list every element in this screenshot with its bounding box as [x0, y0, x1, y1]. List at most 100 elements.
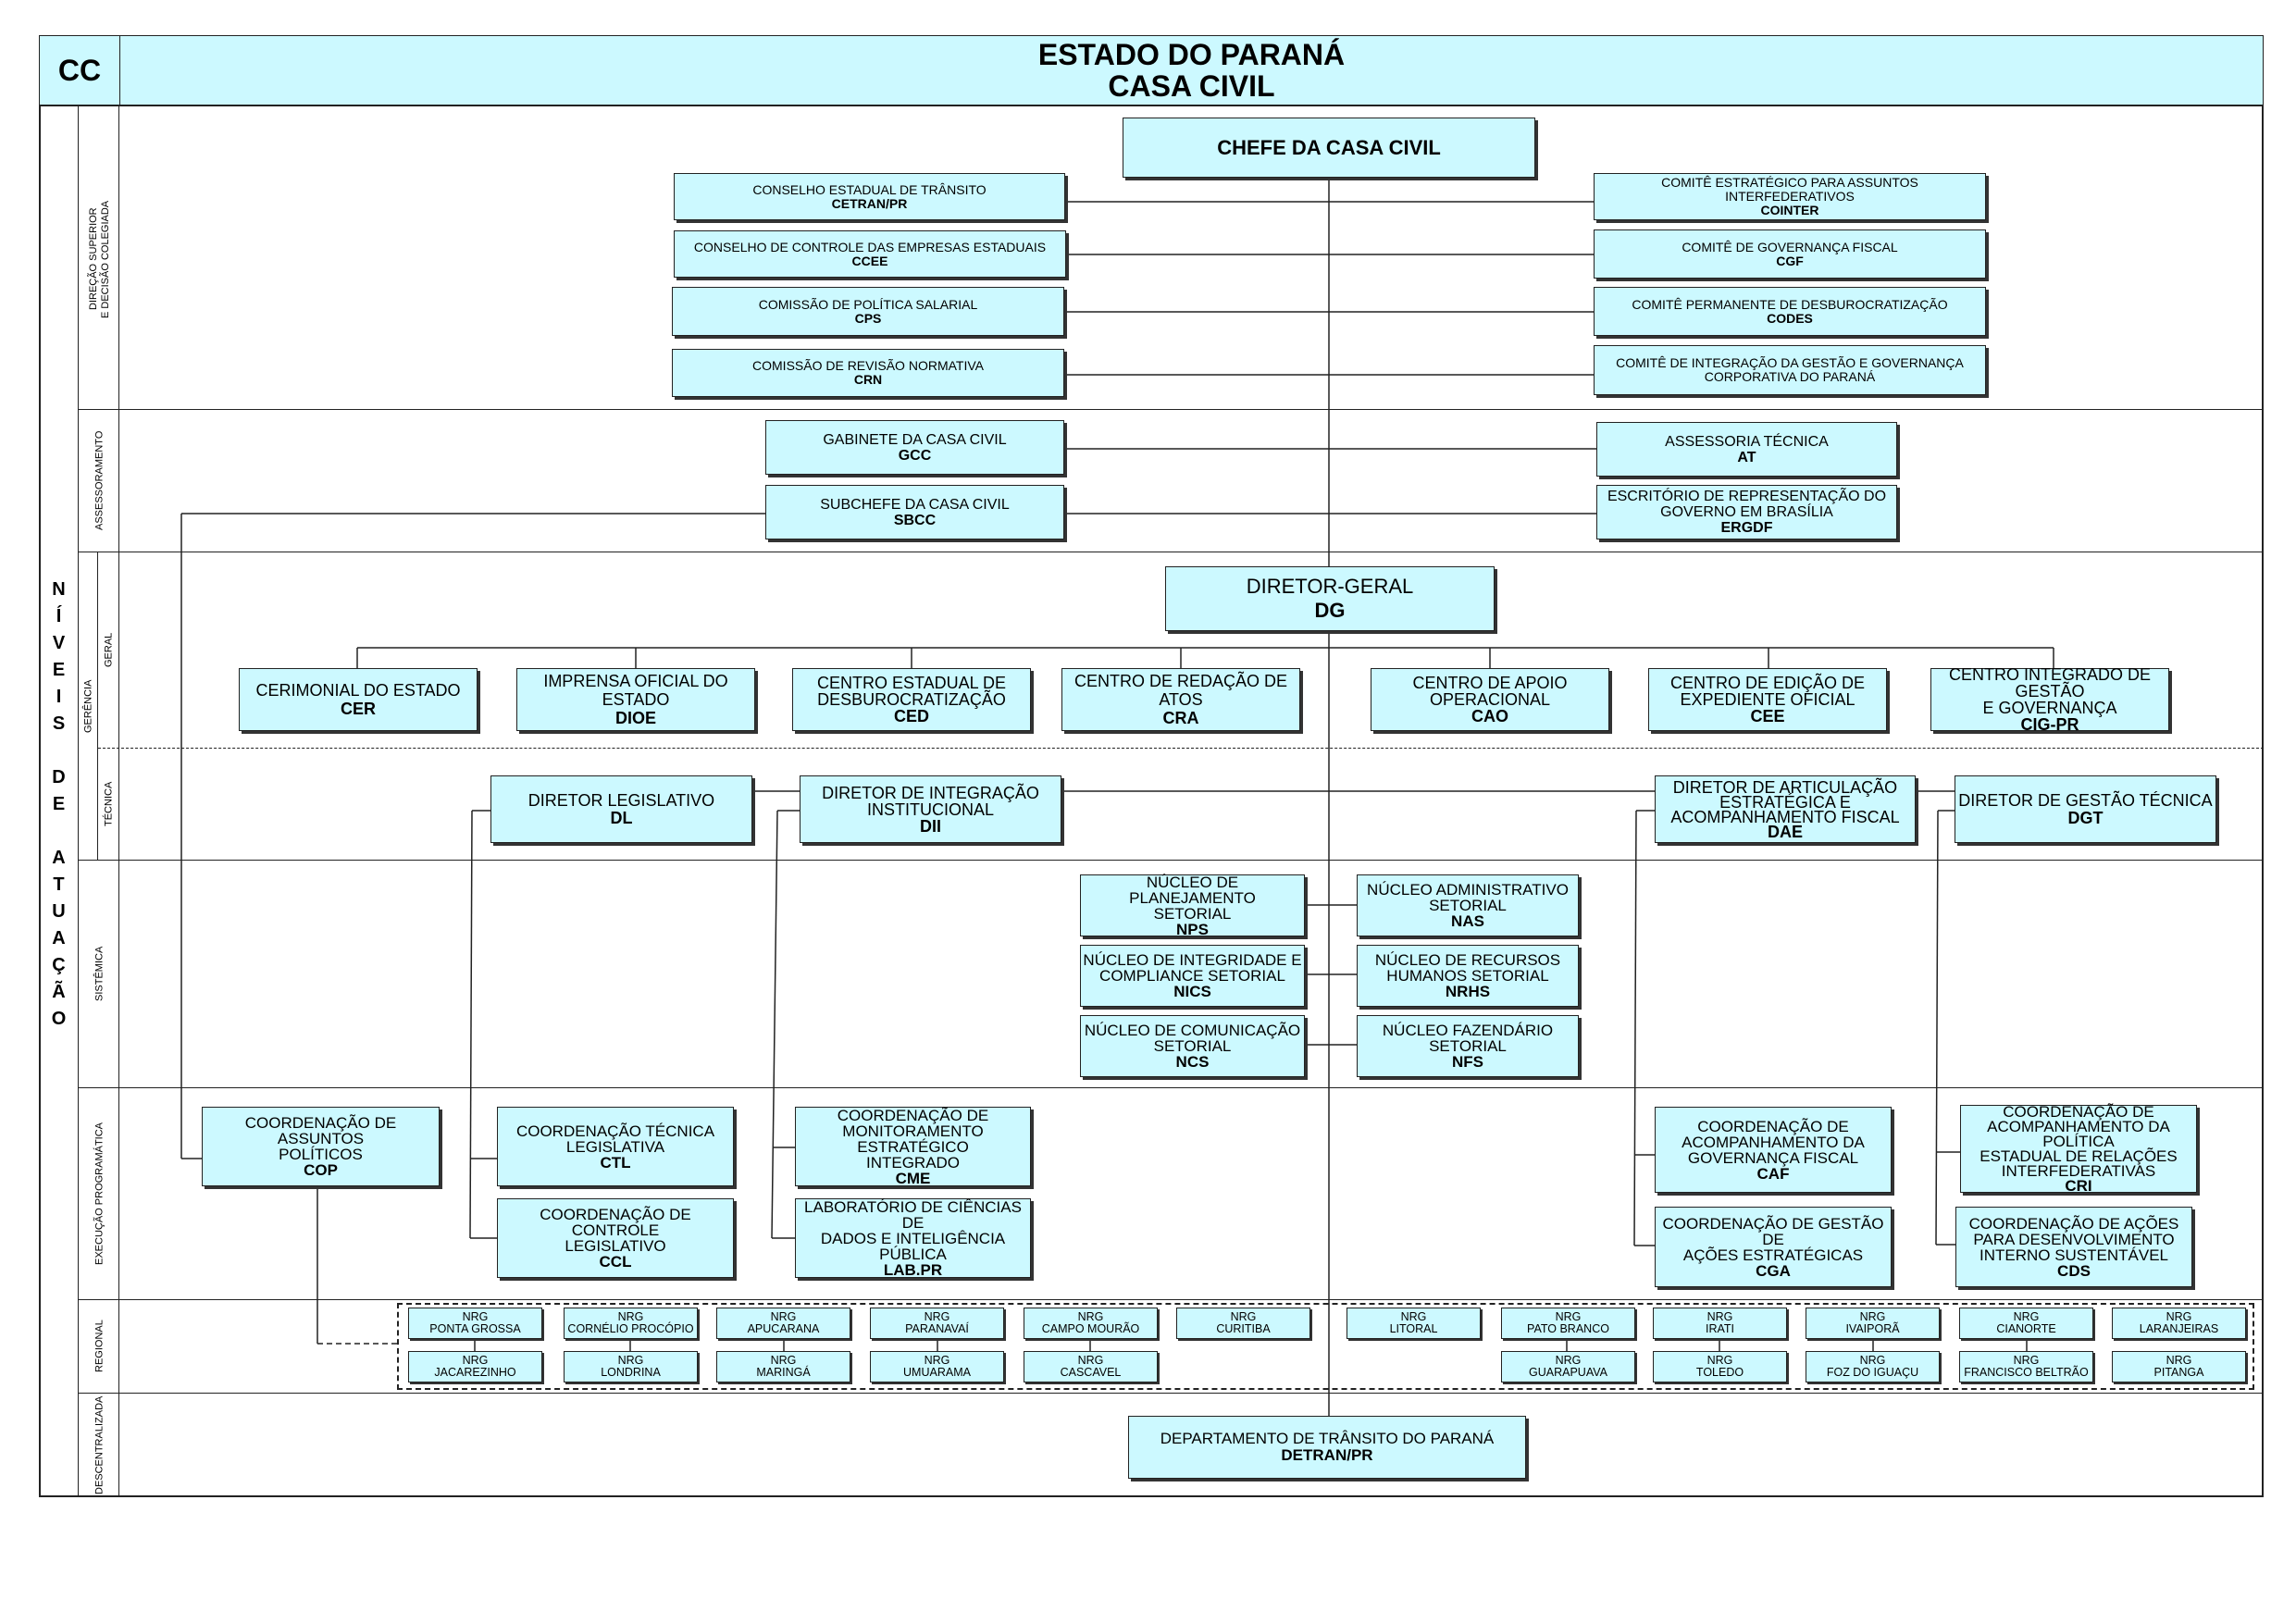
- unit-abbr: DGT: [2067, 808, 2104, 827]
- assessoria-tecnica-box[interactable]: ASSESSORIA TÉCNICA AT: [1596, 422, 1897, 477]
- nrg-box[interactable]: NRG CURITIBA: [1176, 1308, 1310, 1339]
- chefe-casa-civil-box[interactable]: CHEFE DA CASA CIVIL: [1123, 118, 1535, 178]
- unit-abbr: LAB.PR: [883, 1260, 943, 1279]
- coordenacao-cop-box[interactable]: COORDENAÇÃO DE ASSUNTOS POLÍTICOS COP: [202, 1107, 440, 1186]
- unit-abbr: DII: [919, 816, 941, 836]
- gabinete-gcc-box[interactable]: GABINETE DA CASA CIVIL GCC: [765, 420, 1064, 475]
- nrg-box[interactable]: NRG PARANAVAÍ: [870, 1308, 1004, 1339]
- unit-name: COMISSÃO DE POLÍTICA SALARIAL: [758, 296, 978, 312]
- niveis-letter: A: [52, 928, 66, 948]
- nrg-label: NRG MARINGÁ: [756, 1354, 811, 1379]
- coordenacao-ctl-box[interactable]: COORDENAÇÃO TÉCNICA LEGISLATIVA CTL: [497, 1107, 734, 1186]
- unit-name: DIRETOR-GERAL: [1246, 575, 1414, 598]
- imprensa-oficial-box[interactable]: IMPRENSA OFICIAL DO ESTADO DIOE: [516, 668, 755, 731]
- nrg-box[interactable]: NRG APUCARANA: [716, 1308, 850, 1339]
- unit-name: CENTRO INTEGRADO DE GESTÃO E GOVERNANÇA: [1948, 665, 2151, 717]
- unit-name: COORDENAÇÃO DE ACOMPANHAMENTO DA GOVERNA…: [1682, 1117, 1865, 1167]
- centro-edicao-box[interactable]: CENTRO DE EDIÇÃO DE EXPEDIENTE OFICIAL C…: [1648, 668, 1887, 731]
- org-frame: [39, 105, 2264, 1497]
- niveis-letter: Í: [56, 606, 62, 626]
- unit-abbr: ERGDF: [1720, 520, 1773, 536]
- diretor-articulacao-box[interactable]: DIRETOR DE ARTICULAÇÃO ESTRATÉGICA E ACO…: [1655, 775, 1916, 843]
- unit-abbr: CEE: [1750, 707, 1785, 725]
- centro-apoio-box[interactable]: CENTRO DE APOIO OPERACIONAL CAO: [1371, 668, 1609, 731]
- nucleo-nps-box[interactable]: NÚCLEO DE PLANEJAMENTO SETORIAL NPS: [1080, 873, 1305, 937]
- nrg-box[interactable]: NRG GUARAPUAVA: [1501, 1351, 1635, 1382]
- nrg-box[interactable]: NRG CORNÉLIO PROCÓPIO: [564, 1308, 698, 1339]
- nrg-box[interactable]: NRG LONDRINA: [564, 1351, 698, 1382]
- nrg-box[interactable]: NRG IRATI: [1653, 1308, 1787, 1339]
- unit-abbr: SBCC: [893, 512, 937, 528]
- nrg-box[interactable]: NRG PONTA GROSSA: [408, 1308, 542, 1339]
- unit-abbr: CRI: [2065, 1176, 2092, 1195]
- unit-abbr: DETRAN/PR: [1281, 1446, 1373, 1464]
- coordenacao-cga-box[interactable]: COORDENAÇÃO DE GESTÃO DE AÇÕES ESTRATÉGI…: [1655, 1207, 1892, 1287]
- niveis-letter: A: [52, 848, 66, 868]
- nrg-box[interactable]: NRG TOLEDO: [1653, 1351, 1787, 1382]
- comite-cgf-box[interactable]: COMITÊ DE GOVERNANÇA FISCAL CGF: [1594, 229, 1986, 279]
- nrg-label: NRG IRATI: [1705, 1310, 1735, 1335]
- subchefe-sbcc-box[interactable]: SUBCHEFE DA CASA CIVIL SBCC: [765, 485, 1064, 539]
- unit-abbr: CPS: [854, 310, 882, 326]
- nrg-box[interactable]: NRG UMUARAMA: [870, 1351, 1004, 1382]
- nrg-box[interactable]: NRG JACAREZINHO: [408, 1351, 542, 1382]
- diretor-integracao-box[interactable]: DIRETOR DE INTEGRAÇÃO INSTITUCIONAL DII: [800, 775, 1061, 843]
- nucleo-nics-box[interactable]: NÚCLEO DE INTEGRIDADE E COMPLIANCE SETOR…: [1080, 945, 1305, 1007]
- nucleo-nrhs-box[interactable]: NÚCLEO DE RECURSOS HUMANOS SETORIAL NRHS: [1357, 945, 1579, 1007]
- nucleo-nas-box[interactable]: NÚCLEO ADMINISTRATIVO SETORIAL NAS: [1357, 874, 1579, 936]
- nrg-box[interactable]: NRG CIANORTE: [1959, 1308, 2093, 1339]
- comite-codes-box[interactable]: COMITÊ PERMANENTE DE DESBUROCRATIZAÇÃO C…: [1594, 287, 1986, 336]
- nrg-label: NRG PITANGA: [2153, 1354, 2204, 1379]
- unit-abbr: DG: [1314, 599, 1346, 622]
- unit-name: ASSESSORIA TÉCNICA: [1665, 433, 1829, 450]
- nrg-label: NRG CAMPO MOURÃO: [1041, 1310, 1140, 1335]
- coordenacao-cri-box[interactable]: COORDENAÇÃO DE ACOMPANHAMENTO DA POLÍTIC…: [1960, 1104, 2197, 1195]
- cerimonial-box[interactable]: CERIMONIAL DO ESTADO CER: [239, 668, 478, 731]
- nrg-box[interactable]: NRG FOZ DO IGUAÇU: [1806, 1351, 1940, 1382]
- nrg-label: NRG JACAREZINHO: [434, 1354, 516, 1379]
- nrg-box[interactable]: NRG CAMPO MOURÃO: [1024, 1308, 1158, 1339]
- centro-redacao-box[interactable]: CENTRO DE REDAÇÃO DE ATOS CRA: [1061, 668, 1300, 731]
- diretor-legislativo-box[interactable]: DIRETOR LEGISLATIVO DL: [490, 775, 752, 843]
- nucleo-ncs-box[interactable]: NÚCLEO DE COMUNICAÇÃO SETORIAL NCS: [1080, 1015, 1305, 1077]
- nrg-box[interactable]: NRG LARANJEIRAS: [2112, 1308, 2246, 1339]
- nrg-box[interactable]: NRG IVAIPORÃ: [1806, 1308, 1940, 1339]
- unit-name: DIRETOR LEGISLATIVO: [527, 790, 715, 810]
- unit-name: NÚCLEO DE PLANEJAMENTO SETORIAL: [1129, 873, 1256, 923]
- niveis-letter: E: [52, 794, 66, 814]
- nrg-box[interactable]: NRG LITORAL: [1347, 1308, 1481, 1339]
- comite-cointer-box[interactable]: COMITÊ ESTRATÉGICO PARA ASSUNTOS INTERFE…: [1594, 173, 1986, 220]
- unit-abbr: CGA: [1756, 1261, 1791, 1280]
- unit-name: DEPARTAMENTO DE TRÂNSITO DO PARANÁ: [1160, 1430, 1495, 1447]
- nrg-box[interactable]: NRG FRANCISCO BELTRÃO: [1959, 1351, 2093, 1382]
- title-casa-civil: CASA CIVIL: [1108, 69, 1275, 103]
- diretor-geral-box[interactable]: DIRETOR-GERAL DG: [1165, 566, 1495, 631]
- conselho-ccee-box[interactable]: CONSELHO DE CONTROLE DAS EMPRESAS ESTADU…: [674, 230, 1066, 278]
- nrg-box[interactable]: NRG CASCAVEL: [1024, 1351, 1158, 1382]
- coordenacao-cds-box[interactable]: COORDENAÇÃO DE AÇÕES PARA DESENVOLVIMENT…: [1955, 1207, 2192, 1287]
- diretor-gestao-tecnica-box[interactable]: DIRETOR DE GESTÃO TÉCNICA DGT: [1955, 775, 2216, 843]
- nrg-box[interactable]: NRG PATO BRANCO: [1501, 1308, 1635, 1339]
- unit-abbr: CCL: [599, 1253, 632, 1271]
- centro-integrado-box[interactable]: CENTRO INTEGRADO DE GESTÃO E GOVERNANÇA …: [1930, 665, 2169, 733]
- detran-box[interactable]: DEPARTAMENTO DE TRÂNSITO DO PARANÁ DETRA…: [1128, 1416, 1526, 1479]
- coordenacao-caf-box[interactable]: COORDENAÇÃO DE ACOMPANHAMENTO DA GOVERNA…: [1655, 1107, 1892, 1193]
- unit-abbr: CODES: [1767, 310, 1813, 326]
- comissao-cps-box[interactable]: COMISSÃO DE POLÍTICA SALARIAL CPS: [672, 287, 1064, 336]
- niveis-letter: O: [51, 1009, 67, 1029]
- unit-abbr: COP: [304, 1161, 338, 1179]
- comissao-crn-box[interactable]: COMISSÃO DE REVISÃO NORMATIVA CRN: [672, 349, 1064, 397]
- centro-desburocratizacao-box[interactable]: CENTRO ESTADUAL DE DESBUROCRATIZAÇÃO CED: [792, 668, 1031, 731]
- nrg-box[interactable]: NRG MARINGÁ: [716, 1351, 850, 1382]
- unit-abbr: CDS: [2057, 1261, 2091, 1280]
- laboratorio-lab-pr-box[interactable]: LABORATÓRIO DE CIÊNCIAS DE DADOS E INTEL…: [795, 1198, 1031, 1278]
- coordenacao-cme-box[interactable]: COORDENAÇÃO DE MONITORAMENTO ESTRATÉGICO…: [795, 1107, 1031, 1186]
- nrg-box[interactable]: NRG PITANGA: [2112, 1351, 2246, 1382]
- coordenacao-ccl-box[interactable]: COORDENAÇÃO DE CONTROLE LEGISLATIVO CCL: [497, 1198, 734, 1278]
- comite-integracao-box[interactable]: COMITÊ DE INTEGRAÇÃO DA GESTÃO E GOVERNA…: [1594, 345, 1986, 395]
- conselho-cetran-box[interactable]: CONSELHO ESTADUAL DE TRÂNSITO CETRAN/PR: [674, 173, 1065, 220]
- nucleo-nfs-box[interactable]: NÚCLEO FAZENDÁRIO SETORIAL NFS: [1357, 1015, 1579, 1077]
- escritorio-ergdf-box[interactable]: ESCRITÓRIO DE REPRESENTAÇÃO DO GOVERNO E…: [1596, 485, 1897, 539]
- unit-name: CENTRO DE APOIO OPERACIONAL: [1412, 674, 1568, 709]
